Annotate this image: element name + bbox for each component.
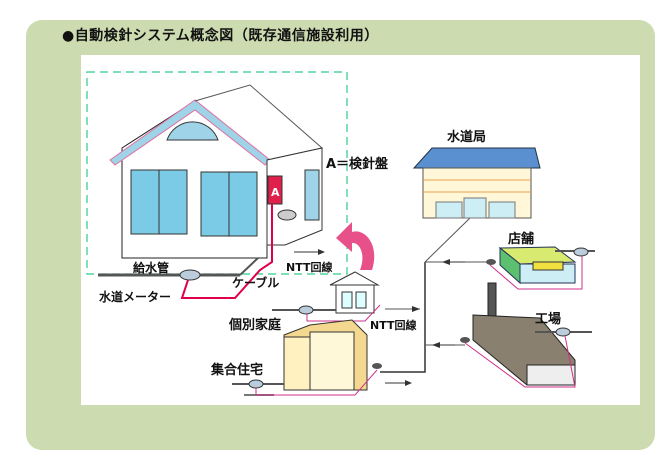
label-store: 店舗 — [508, 231, 534, 247]
label-water-bureau: 水道局 — [447, 129, 486, 145]
telephone-icon — [277, 209, 297, 221]
label-meter-panel: A＝検針盤 — [326, 156, 389, 172]
label-cable: ケーブル — [232, 275, 279, 290]
store-illustration — [486, 246, 595, 290]
label-ntt-line-house: NTT回線 — [286, 260, 332, 274]
label-ntt-line-main: NTT回線 — [370, 318, 416, 332]
telephone-icon — [460, 337, 470, 343]
apartment-illustration — [232, 319, 382, 396]
label-apartment: 集合住宅 — [210, 362, 263, 378]
water-meter-icon — [179, 269, 201, 281]
telephone-icon — [372, 363, 382, 369]
individual-home-illustration — [272, 271, 420, 322]
diagram-title: ●自動検針システム概念図（既存通信施設利用） — [62, 28, 379, 44]
label-individual-home: 個別家庭 — [228, 317, 282, 333]
label-water-meter: 水道メーター — [99, 289, 171, 304]
label-factory: 工場 — [535, 311, 561, 327]
label-supply-pipe: 給水管 — [133, 260, 169, 275]
curved-arrow-icon — [336, 222, 375, 270]
cable-line — [180, 204, 273, 299]
factory-illustration — [460, 282, 592, 388]
meter-panel-box — [267, 175, 283, 205]
meter-panel-mark: A — [271, 186, 280, 199]
water-bureau-illustration — [412, 147, 541, 219]
house-illustration: A — [109, 84, 324, 259]
telephone-icon — [486, 259, 496, 265]
